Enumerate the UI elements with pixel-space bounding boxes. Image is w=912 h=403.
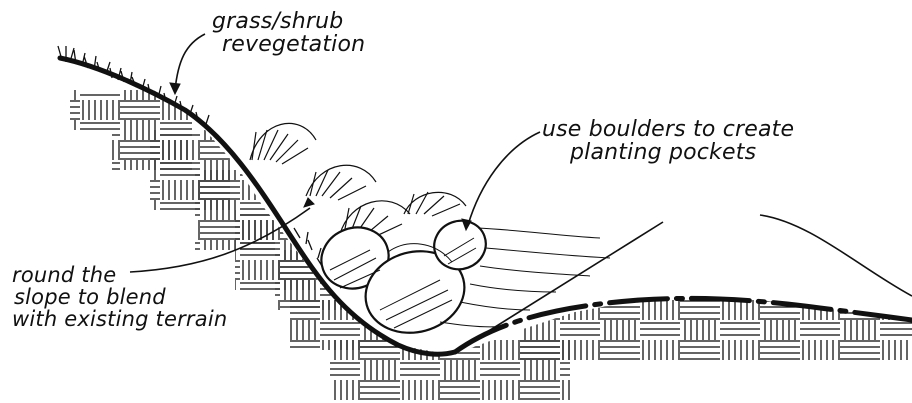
distant-ridge-line [760, 215, 912, 296]
boulders-label-line-2: planting pockets [542, 141, 794, 164]
grass-label-line-2: revegetation [212, 33, 365, 56]
grass-label-line-1: grass/shrub [212, 10, 365, 33]
round-slope-label: round the slope to blend with existing t… [12, 264, 227, 330]
boulders-leader-line [468, 132, 540, 225]
round-label-line-3: with existing terrain [12, 308, 227, 330]
round-label-line-2: slope to blend [12, 286, 227, 308]
round-label-line-1: round the [12, 264, 227, 286]
boulders-label: use boulders to create planting pockets [542, 118, 794, 164]
boulders-label-line-1: use boulders to create [542, 118, 794, 141]
grass-revegetation-label: grass/shrub revegetation [212, 10, 365, 56]
grass-leader-line [175, 34, 205, 90]
